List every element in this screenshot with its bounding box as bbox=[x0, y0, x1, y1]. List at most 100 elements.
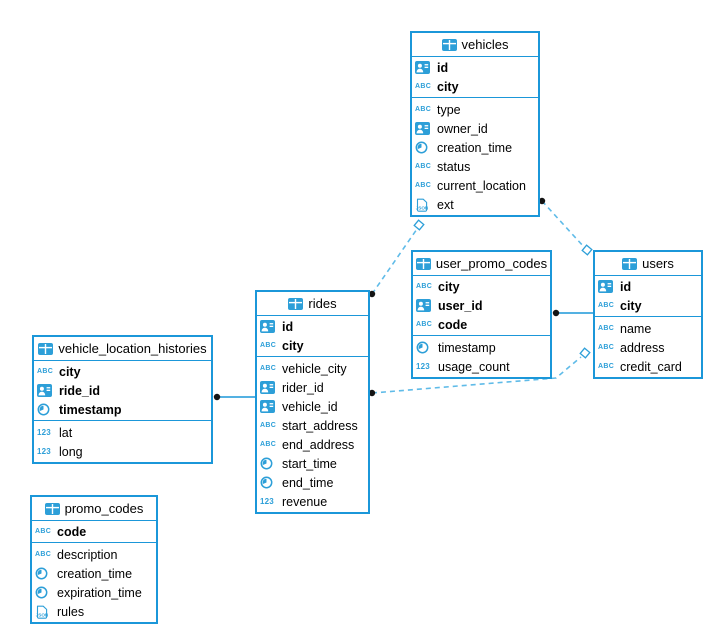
abc-text-icon: ABC bbox=[598, 344, 615, 351]
relationship-diamond-endpoint bbox=[413, 219, 425, 231]
abc-text-icon: ABC bbox=[415, 106, 432, 113]
column-row-creation_time[interactable]: creation_time bbox=[32, 564, 156, 583]
svg-text:JSON: JSON bbox=[36, 612, 48, 617]
column-row-id[interactable]: id bbox=[257, 317, 368, 336]
column-row-long[interactable]: 123 long bbox=[34, 442, 211, 461]
column-row-end_time[interactable]: end_time bbox=[257, 473, 368, 492]
table-header[interactable]: users bbox=[595, 252, 701, 276]
column-label: timestamp bbox=[438, 340, 496, 355]
column-row-vehicle_id[interactable]: vehicle_id bbox=[257, 397, 368, 416]
table-header[interactable]: rides bbox=[257, 292, 368, 316]
id-badge-icon bbox=[260, 400, 278, 413]
column-row-timestamp[interactable]: timestamp bbox=[34, 400, 211, 419]
column-label: expiration_time bbox=[57, 585, 142, 600]
abc-text-icon: ABC bbox=[260, 342, 277, 349]
table-title: user_promo_codes bbox=[435, 256, 548, 271]
relationship-line-rides-vehicles[interactable] bbox=[371, 228, 418, 295]
table-header[interactable]: vehicles bbox=[412, 33, 538, 57]
numeric-icon: 123 bbox=[416, 361, 430, 371]
column-label: lat bbox=[59, 425, 73, 440]
json-icon: JSON bbox=[35, 605, 53, 619]
column-row-status[interactable]: ABC status bbox=[412, 157, 538, 176]
column-row-timestamp[interactable]: timestamp bbox=[413, 338, 550, 357]
abc-text-icon: ABC bbox=[260, 422, 277, 429]
column-label: long bbox=[59, 444, 83, 459]
table-header[interactable]: vehicle_location_histories bbox=[34, 337, 211, 361]
column-row-creation_time[interactable]: creation_time bbox=[412, 138, 538, 157]
table-header[interactable]: promo_codes bbox=[32, 497, 156, 521]
abc-text-icon: ABC bbox=[37, 368, 54, 375]
column-label: current_location bbox=[437, 178, 526, 193]
abc-text-icon: ABC bbox=[598, 302, 615, 309]
column-row-start_time[interactable]: start_time bbox=[257, 454, 368, 473]
column-row-rules[interactable]: JSON rules bbox=[32, 602, 156, 621]
column-row-id[interactable]: id bbox=[595, 277, 701, 296]
column-row-id[interactable]: id bbox=[412, 58, 538, 77]
numeric-icon: 123 bbox=[37, 446, 51, 456]
table-title: users bbox=[642, 256, 674, 271]
column-label: description bbox=[57, 547, 118, 562]
table-icon bbox=[415, 257, 431, 270]
id-badge-icon bbox=[598, 280, 616, 293]
column-row-ride_id[interactable]: ride_id bbox=[34, 381, 211, 400]
id-badge-icon bbox=[37, 384, 55, 397]
abc-text-icon: ABC bbox=[35, 528, 52, 535]
id-badge-icon bbox=[416, 299, 434, 312]
column-row-user_id[interactable]: user_id bbox=[413, 296, 550, 315]
column-label: city bbox=[438, 279, 460, 294]
table-title: vehicle_location_histories bbox=[58, 341, 207, 356]
clock-icon bbox=[415, 141, 433, 154]
column-label: ride_id bbox=[59, 383, 100, 398]
column-label: status bbox=[437, 159, 471, 174]
column-label: code bbox=[438, 317, 468, 332]
relationship-line-rides-users[interactable] bbox=[371, 356, 582, 394]
id-badge-icon bbox=[260, 381, 278, 394]
column-label: rules bbox=[57, 604, 85, 619]
id-badge-icon bbox=[415, 122, 433, 135]
column-row-expiration_time[interactable]: expiration_time bbox=[32, 583, 156, 602]
relationship-diamond-endpoint bbox=[579, 347, 591, 359]
abc-text-icon: ABC bbox=[415, 163, 432, 170]
numeric-icon: 123 bbox=[260, 496, 274, 506]
column-label: owner_id bbox=[437, 121, 488, 136]
column-row-owner_id[interactable]: owner_id bbox=[412, 119, 538, 138]
column-label: end_time bbox=[282, 475, 334, 490]
table-header[interactable]: user_promo_codes bbox=[413, 252, 550, 276]
clock-icon bbox=[260, 457, 278, 470]
relationship-line-vehicles-users[interactable] bbox=[541, 200, 585, 248]
column-row-rider_id[interactable]: rider_id bbox=[257, 378, 368, 397]
